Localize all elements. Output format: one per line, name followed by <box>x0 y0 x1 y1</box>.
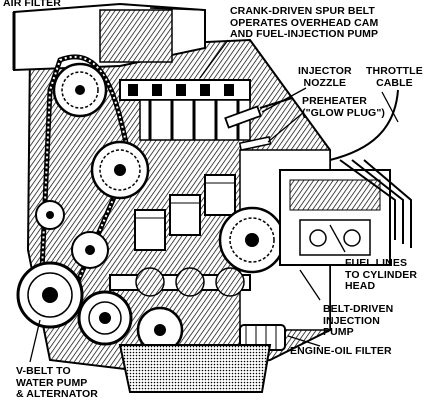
label-fuel-lines-line-2: TO CYLINDER <box>345 268 418 281</box>
pistons <box>134 174 236 251</box>
label-preheater-line-1: PREHEATER <box>302 95 367 107</box>
label-fuel-lines-line-1: FUEL LINES <box>345 257 408 269</box>
label-preheater-line-2: ("GLOW PLUG") <box>302 106 385 119</box>
crankshaft-sprocket <box>71 231 109 269</box>
label-throttle-cable: THROTTLE CABLE <box>366 65 423 89</box>
idler-pulley <box>35 200 65 230</box>
camshaft <box>119 79 251 101</box>
label-injection-pump: BELT-DRIVEN INJECTION PUMP <box>323 303 394 339</box>
air-filter-housing <box>12 2 206 72</box>
label-spur-belt-line-2: OPERATES OVERHEAD CAM <box>230 16 379 29</box>
label-injection-pump-line-2: INJECTION <box>323 314 380 327</box>
label-injection-pump-line-1: BELT-DRIVEN <box>323 303 394 315</box>
injection-pump-pulley <box>218 206 286 274</box>
label-spur-belt: CRANK-DRIVEN SPUR BELT OPERATES OVERHEAD… <box>230 5 379 41</box>
label-spur-belt-line-3: AND FUEL-INJECTION PUMP <box>230 28 379 40</box>
label-injector-nozzle-line-2: NOZZLE <box>303 76 347 89</box>
label-throttle-cable-line-2: CABLE <box>376 76 413 89</box>
label-fuel-lines: FUEL LINES TO CYLINDER HEAD <box>345 257 418 293</box>
camshaft-sprocket <box>52 62 108 118</box>
label-fuel-lines-line-3: HEAD <box>345 280 376 292</box>
label-injection-pump-line-3: PUMP <box>323 326 354 338</box>
injector-nozzle <box>224 97 293 129</box>
fuel-injection-pump <box>279 159 412 266</box>
label-air-filter-line-1: AIR FILTER <box>3 0 61 9</box>
label-oil-filter-line-1: ENGINE-OIL FILTER <box>290 345 392 357</box>
oil-pan <box>118 344 272 393</box>
label-spur-belt-line-1: CRANK-DRIVEN SPUR BELT <box>230 5 375 17</box>
label-v-belt-line-2: WATER PUMP <box>16 376 88 389</box>
label-preheater: PREHEATER ("GLOW PLUG") <box>302 95 385 119</box>
label-oil-filter: ENGINE-OIL FILTER <box>290 345 392 358</box>
label-injector-nozzle-line-1: INJECTOR <box>298 65 352 77</box>
label-injector-nozzle: INJECTOR NOZZLE <box>298 65 352 89</box>
throttle-cable <box>329 89 399 161</box>
label-v-belt: V-BELT TO WATER PUMP & ALTERNATOR <box>16 365 98 401</box>
label-v-belt-line-3: & ALTERNATOR <box>16 388 98 400</box>
label-throttle-cable-line-1: THROTTLE <box>366 65 423 77</box>
leader-lines <box>29 39 399 363</box>
label-v-belt-line-1: V-BELT TO <box>16 365 71 377</box>
label-air-filter: AIR FILTER <box>3 0 61 10</box>
crankshaft <box>109 267 251 297</box>
oil-filter <box>239 324 286 351</box>
pump-sprocket <box>90 140 150 200</box>
